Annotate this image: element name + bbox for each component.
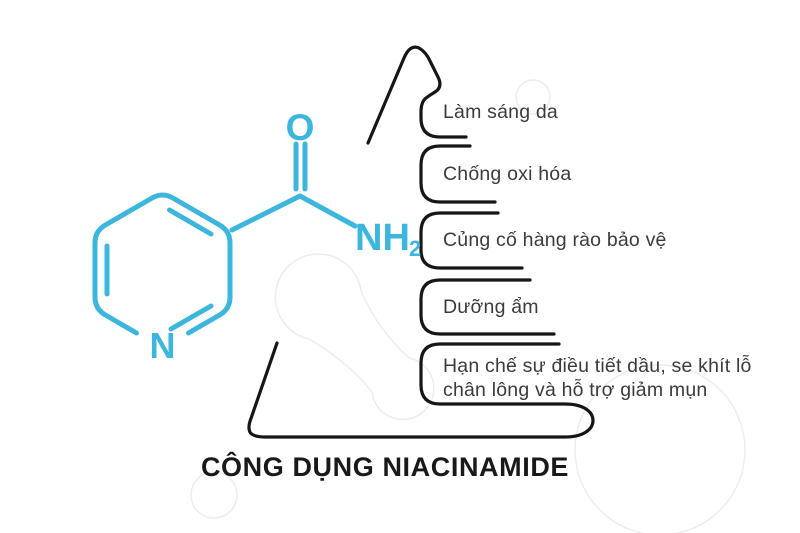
page-title: CÔNG DỤNG NIACINAMIDE	[200, 452, 570, 482]
decor-metaball-bubbles	[274, 253, 435, 421]
benefit-item-antioxidant: Chống oxi hóa	[443, 163, 572, 185]
bracket-2	[419, 144, 497, 204]
amine-group-label: NH	[355, 217, 410, 259]
triangle-apex-and-bracket-1	[366, 45, 468, 145]
benefit-item-barrier: Củng cố hàng rào bảo vệ	[443, 229, 667, 251]
triangle-bracket-art	[247, 45, 595, 439]
decor-circle-bottom-left	[190, 471, 238, 519]
niacinamide-molecule: O N NH 2	[92, 107, 421, 366]
double-bond-top-right	[167, 207, 214, 237]
bracket-5-and-triangle-base	[247, 341, 595, 439]
pyridine-ring	[92, 192, 233, 336]
bracket-3	[419, 211, 524, 270]
benefit-item-moisturizing: Dưỡng ẩm	[443, 296, 539, 318]
carbonyl-to-amine-bond	[297, 193, 358, 229]
bracket-4	[419, 278, 556, 336]
decor-circle-top	[515, 79, 551, 115]
decor-circle-bottom-right	[574, 364, 746, 533]
ring-to-carbonyl-bond	[229, 193, 303, 233]
benefit-item-brightening: Làm sáng da	[443, 101, 558, 123]
benefit-item-oil-control: Hạn chế sự điều tiết dầu, se khít lỗ châ…	[443, 355, 752, 401]
double-bond-bottom-right	[168, 303, 214, 332]
amine-subscript: 2	[409, 236, 421, 261]
atom-label-oxygen: O	[286, 107, 315, 148]
atom-label-nitrogen: N	[150, 325, 176, 366]
